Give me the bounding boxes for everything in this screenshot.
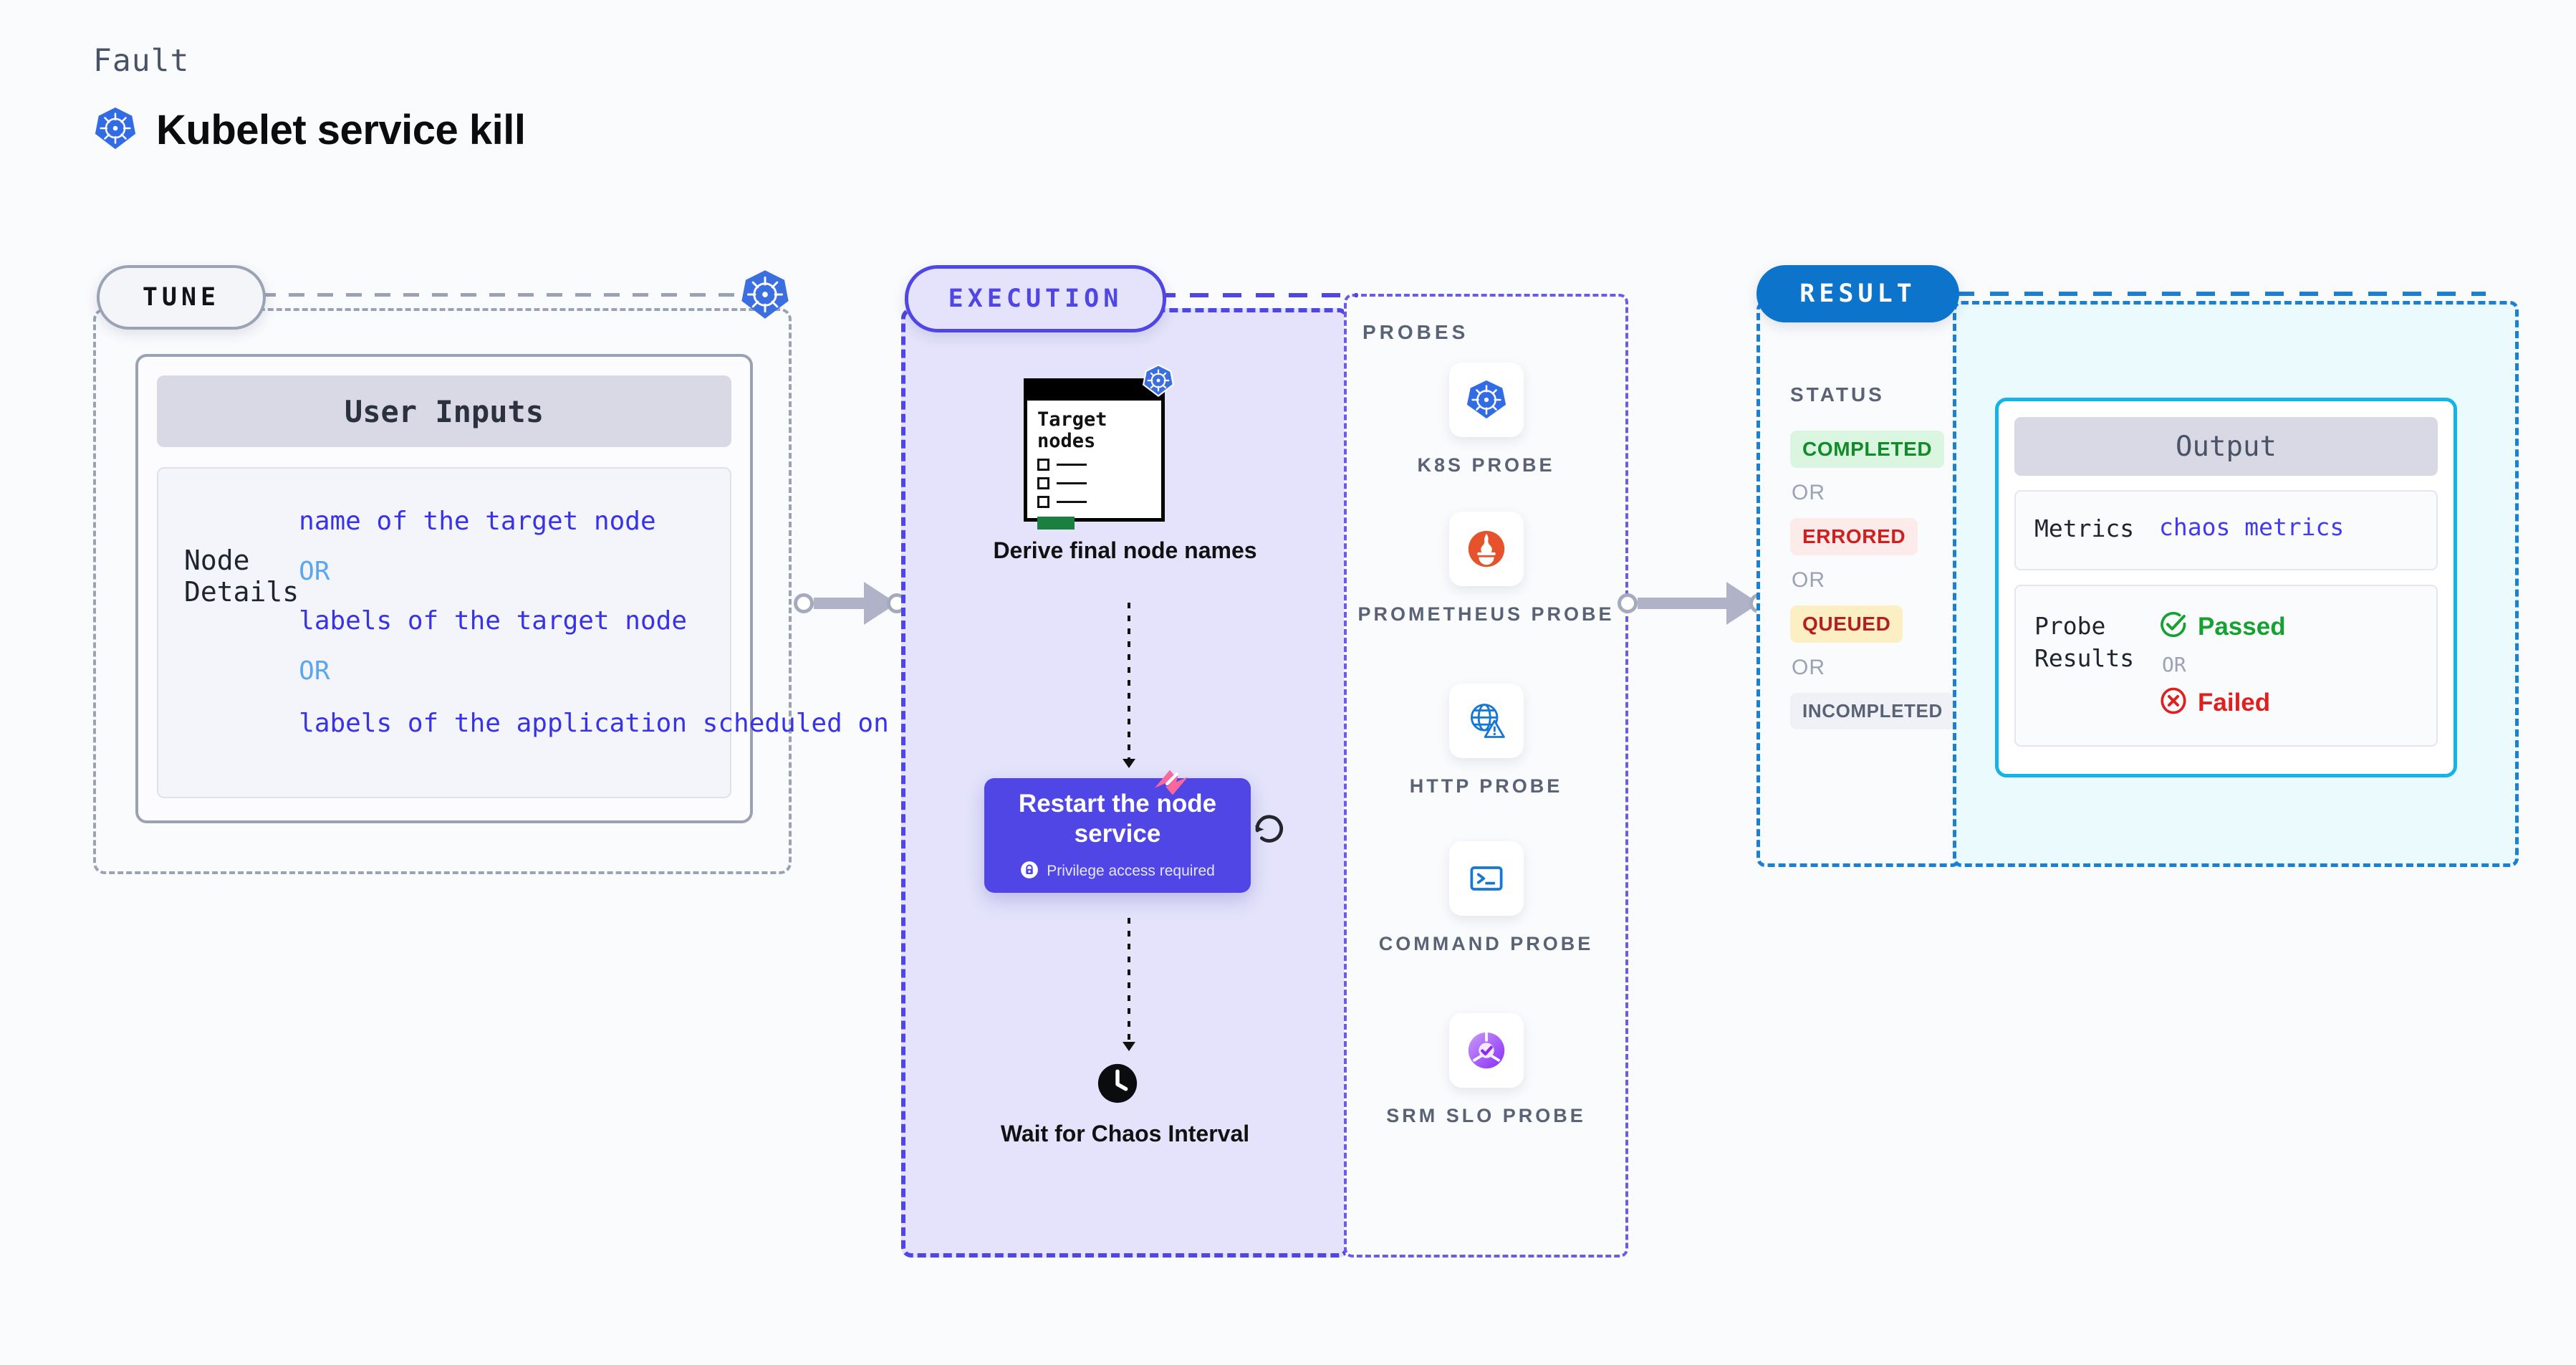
page-header: Fault Kubelet service kill xyxy=(93,43,526,154)
probe-failed-label: Failed xyxy=(2198,688,2271,717)
step-label-derive: Derive final node names xyxy=(993,537,1257,563)
execution-panel: Target nodes Derive final node names Re xyxy=(901,308,1349,1258)
checkbox-icon[interactable] xyxy=(1037,496,1049,509)
metrics-value[interactable]: chaos metrics xyxy=(2159,513,2345,541)
terminal-icon xyxy=(1448,841,1524,916)
status-separator-3: OR xyxy=(1792,656,1825,679)
status-badge-errored: ERRORED xyxy=(1790,518,1918,555)
checkbox-icon[interactable] xyxy=(1037,477,1049,490)
connector-bar xyxy=(814,598,864,609)
flow-arrow-2 xyxy=(1123,1042,1135,1051)
probe-item-srm-slo[interactable]: SRM SLO PROBE xyxy=(1347,1013,1625,1130)
card-titlebar xyxy=(1027,382,1161,401)
http-globe-warning-icon xyxy=(1448,684,1524,758)
output-title: Output xyxy=(2014,417,2438,476)
result-status-panel: STATUS COMPLETED OR ERRORED OR QUEUED OR… xyxy=(1756,301,1961,867)
probe-item-k8s[interactable]: K8S PROBE xyxy=(1347,363,1625,479)
clock-icon xyxy=(1095,1061,1140,1106)
output-region: Output Metrics chaos metrics Probe Resul… xyxy=(1953,301,2519,867)
probe-label: HTTP PROBE xyxy=(1409,775,1563,797)
output-card: Output Metrics chaos metrics Probe Resul… xyxy=(1995,398,2457,777)
metrics-row: Metrics chaos metrics xyxy=(2014,490,2438,570)
chaos-fault-icon xyxy=(1149,760,1193,805)
prometheus-icon xyxy=(1448,512,1524,586)
target-node-item[interactable] xyxy=(1037,459,1161,471)
probe-label: COMMAND PROBE xyxy=(1378,933,1594,954)
result-connector-dash xyxy=(1956,292,2486,296)
fault-title-row: Kubelet service kill xyxy=(93,106,526,154)
action-node-restart-service[interactable]: Restart the node service Privilege acces… xyxy=(984,778,1251,893)
placeholder-line xyxy=(1057,464,1087,466)
checkbox-icon[interactable] xyxy=(1037,459,1049,471)
page-title: Kubelet service kill xyxy=(156,107,526,153)
kubernetes-icon xyxy=(739,269,791,320)
probe-label: PROMETHEUS PROBE xyxy=(1357,603,1615,625)
status-badge-queued: QUEUED xyxy=(1790,605,1903,643)
probe-results-row: Probe Results Passed OR xyxy=(2014,585,2438,747)
execution-chip[interactable]: EXECUTION xyxy=(905,265,1166,332)
step-label-wait: Wait for Chaos Interval xyxy=(1000,1121,1250,1146)
connector-bar xyxy=(1638,598,1726,609)
x-circle-icon xyxy=(2159,686,2188,719)
probe-label: K8S PROBE xyxy=(1417,454,1555,476)
privilege-notice-text: Privilege access required xyxy=(1047,863,1215,879)
node-detail-separator-1: OR xyxy=(299,556,330,586)
target-node-item[interactable] xyxy=(1037,477,1161,490)
probe-passed-label: Passed xyxy=(2198,612,2286,641)
node-details-key: Node Details xyxy=(184,545,299,608)
probe-item-command[interactable]: COMMAND PROBE xyxy=(1347,841,1625,958)
kubernetes-icon xyxy=(1448,363,1524,437)
srm-slo-donut-icon xyxy=(1448,1013,1524,1088)
user-inputs-card: User Inputs Node Details name of the tar… xyxy=(135,354,1075,823)
probe-results-values: Passed OR Failed xyxy=(2159,610,2286,719)
status-title: STATUS xyxy=(1790,383,1885,406)
kubernetes-icon xyxy=(1142,364,1175,397)
probe-results-key: Probe Results xyxy=(2034,612,2135,672)
target-node-item[interactable] xyxy=(1037,496,1161,509)
node-detail-separator-2: OR xyxy=(299,656,330,686)
placeholder-line xyxy=(1057,501,1087,504)
status-list: COMPLETED OR ERRORED OR QUEUED OR INCOMP… xyxy=(1790,431,1955,729)
execution-connector-dash xyxy=(1157,293,1357,297)
tune-connector-dash xyxy=(260,293,739,297)
flow-dash-2 xyxy=(1128,918,1130,1043)
probes-panel: PROBES K8S PROBE xyxy=(1344,294,1628,1258)
status-badge-incompleted: INCOMPLETED xyxy=(1790,693,1955,729)
metrics-key: Metrics xyxy=(2034,514,2135,542)
target-nodes-title: Target nodes xyxy=(1037,408,1107,453)
node-detail-option-1: name of the target node xyxy=(299,507,656,536)
status-badge-completed: COMPLETED xyxy=(1790,431,1945,468)
kubernetes-icon xyxy=(93,106,138,154)
probe-label: SRM SLO PROBE xyxy=(1386,1105,1586,1126)
probe-result-failed: Failed xyxy=(2159,686,2286,719)
probe-result-passed: Passed xyxy=(2159,610,2286,643)
fault-kicker: Fault xyxy=(93,43,190,79)
flow-arrow-1 xyxy=(1123,759,1135,768)
action-node-title: Restart the node service xyxy=(1018,789,1217,848)
placeholder-line xyxy=(1057,482,1087,485)
tune-panel: User Inputs Node Details name of the tar… xyxy=(93,308,1075,874)
check-circle-icon xyxy=(2159,610,2188,643)
tune-chip[interactable]: TUNE xyxy=(97,265,266,330)
target-nodes-card: Target nodes xyxy=(1024,378,1165,530)
node-detail-option-2: labels of the target node xyxy=(299,606,688,636)
user-inputs-title: User Inputs xyxy=(157,375,731,447)
probes-title: PROBES xyxy=(1363,321,1469,343)
probe-item-prometheus[interactable]: PROMETHEUS PROBE xyxy=(1347,512,1625,628)
execution-to-result-connector xyxy=(1618,582,1769,625)
status-separator-2: OR xyxy=(1792,568,1825,592)
connector-dot-start xyxy=(1618,593,1638,613)
loop-icon xyxy=(1249,807,1289,847)
result-chip[interactable]: RESULT xyxy=(1756,265,1959,322)
confirm-button[interactable] xyxy=(1037,517,1075,530)
node-details-row: Node Details name of the target node OR … xyxy=(157,467,1075,798)
status-separator-1: OR xyxy=(1792,481,1825,504)
probe-item-http[interactable]: HTTP PROBE xyxy=(1347,684,1625,800)
connector-dot-start xyxy=(794,593,814,613)
flow-dash-1 xyxy=(1128,603,1130,760)
lock-icon xyxy=(1020,861,1039,883)
privilege-notice: Privilege access required xyxy=(1020,861,1215,883)
probe-result-separator: OR xyxy=(2162,653,2186,676)
tune-to-execution-connector xyxy=(794,582,907,625)
